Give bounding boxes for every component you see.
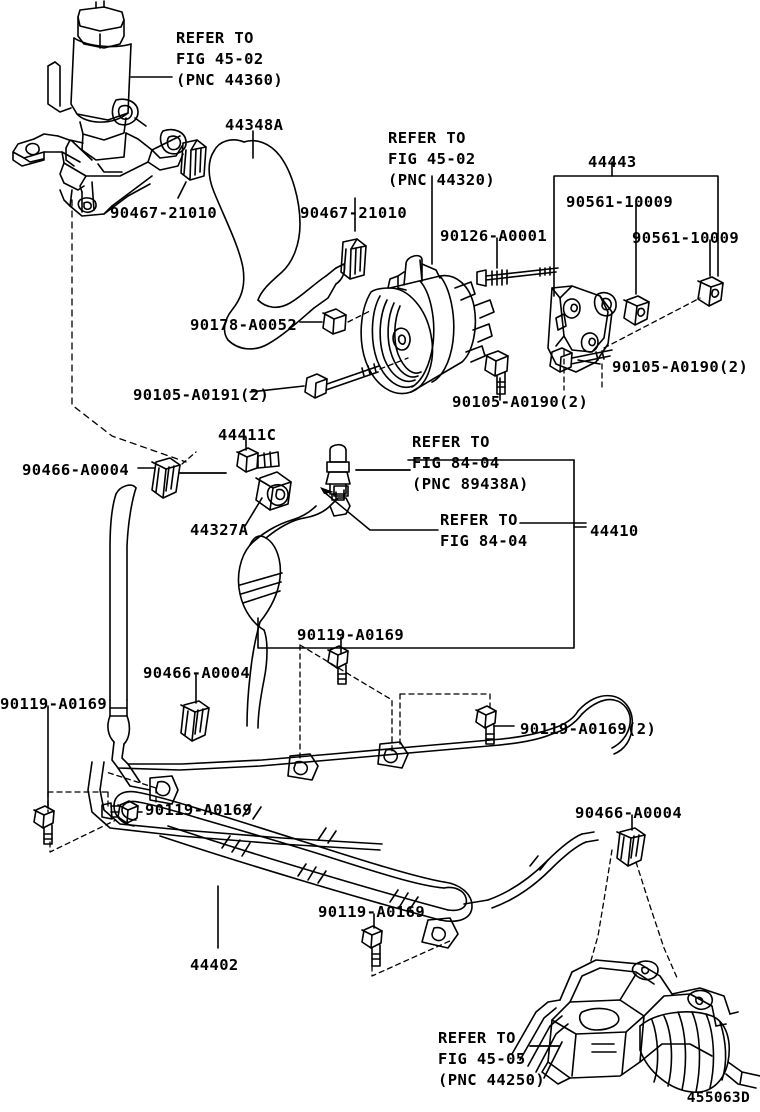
assembly-dashed-guide [71,199,187,463]
label-part-44327a: 44327A [190,521,249,539]
label-part-90105-a0190-bottom: 90105-A0190(2) [452,393,589,411]
label-part-90467-21010-left: 90467-21010 [110,204,218,222]
clamp-90466-right [616,827,646,867]
label-part-90466-a0004-mid: 90466-A0004 [143,664,251,682]
bolt-90119-d [361,925,383,967]
hose-44348a [208,139,346,350]
label-part-90119-a0169-a: 90119-A0169 [297,626,405,644]
clamp-90467-left [180,139,207,181]
label-part-90119-a0169-2x: 90119-A0169(2) [520,720,657,738]
nut-44327a [255,471,292,511]
bolt-90126-a0001 [476,266,559,287]
steering-gear-44250 [511,959,760,1093]
label-part-90466-a0004-right: 90466-A0004 [575,804,683,822]
label-refer-45-02-44360: REFER TO FIG 45-02 (PNC 44360) [176,29,284,89]
clamp-90466-top [151,457,181,499]
sensor-89438a [325,443,351,501]
bolt-90119-a [327,645,349,685]
bolt-90105-a0191 [304,363,380,399]
return-hose-left [107,484,137,745]
label-part-90119-a0169-left: 90119-A0169 [0,695,108,713]
diagram-footer-code: 455063D [686,1090,750,1106]
hose-44410 [237,485,351,729]
bolt-90119-c [101,800,139,824]
power-steering-pump [360,254,495,395]
label-part-90178-a0052: 90178-A0052 [190,316,298,334]
bolt-90105-a0190-left [484,350,509,395]
label-part-90105-a0191: 90105-A0191(2) [133,386,270,404]
label-part-90561-10009-a: 90561-10009 [566,193,674,211]
bolt-90119-b [33,805,55,845]
label-refer-84-04-89438a: REFER TO FIG 84-04 (PNC 89438A) [412,433,529,493]
label-part-44443: 44443 [588,153,637,171]
clamp-90467-right [340,238,367,280]
label-refer-45-05-44250: REFER TO FIG 45-05 (PNC 44250) [438,1029,546,1089]
leader-lines [47,76,719,949]
label-part-44402: 44402 [190,956,239,974]
reservoir-assembly [12,0,187,217]
bolt-44411c [236,447,280,473]
label-part-90105-a0190-right: 90105-A0190(2) [612,358,749,376]
label-refer-45-02-44320: REFER TO FIG 45-02 (PNC 44320) [388,129,496,189]
bolt-90119-2x [475,705,497,745]
callout-box-44410 [257,459,587,649]
label-part-90126-a0001: 90126-A0001 [440,227,548,245]
nut-90178-a0052 [322,308,347,335]
label-part-44411c: 44411C [218,426,277,444]
label-part-90119-a0169-b: 90119-A0169 [145,801,253,819]
label-refer-84-04: REFER TO FIG 84-04 [440,511,528,550]
washer-90561-b [697,276,724,307]
cooler-assembly-44402 [87,694,634,949]
label-part-90561-10009-b: 90561-10009 [632,229,740,247]
label-part-90466-a0004-top: 90466-A0004 [22,461,130,479]
clamp-90466-mid [180,700,210,742]
washer-90561-a [623,295,650,326]
label-part-90467-21010-right: 90467-21010 [300,204,408,222]
label-part-44410: 44410 [590,522,639,540]
label-part-44348a: 44348A [225,116,284,134]
bracket-44443 [547,285,617,373]
bolt-90105-a0190-right [549,347,613,373]
label-part-90119-a0169-c: 90119-A0169 [318,903,426,921]
